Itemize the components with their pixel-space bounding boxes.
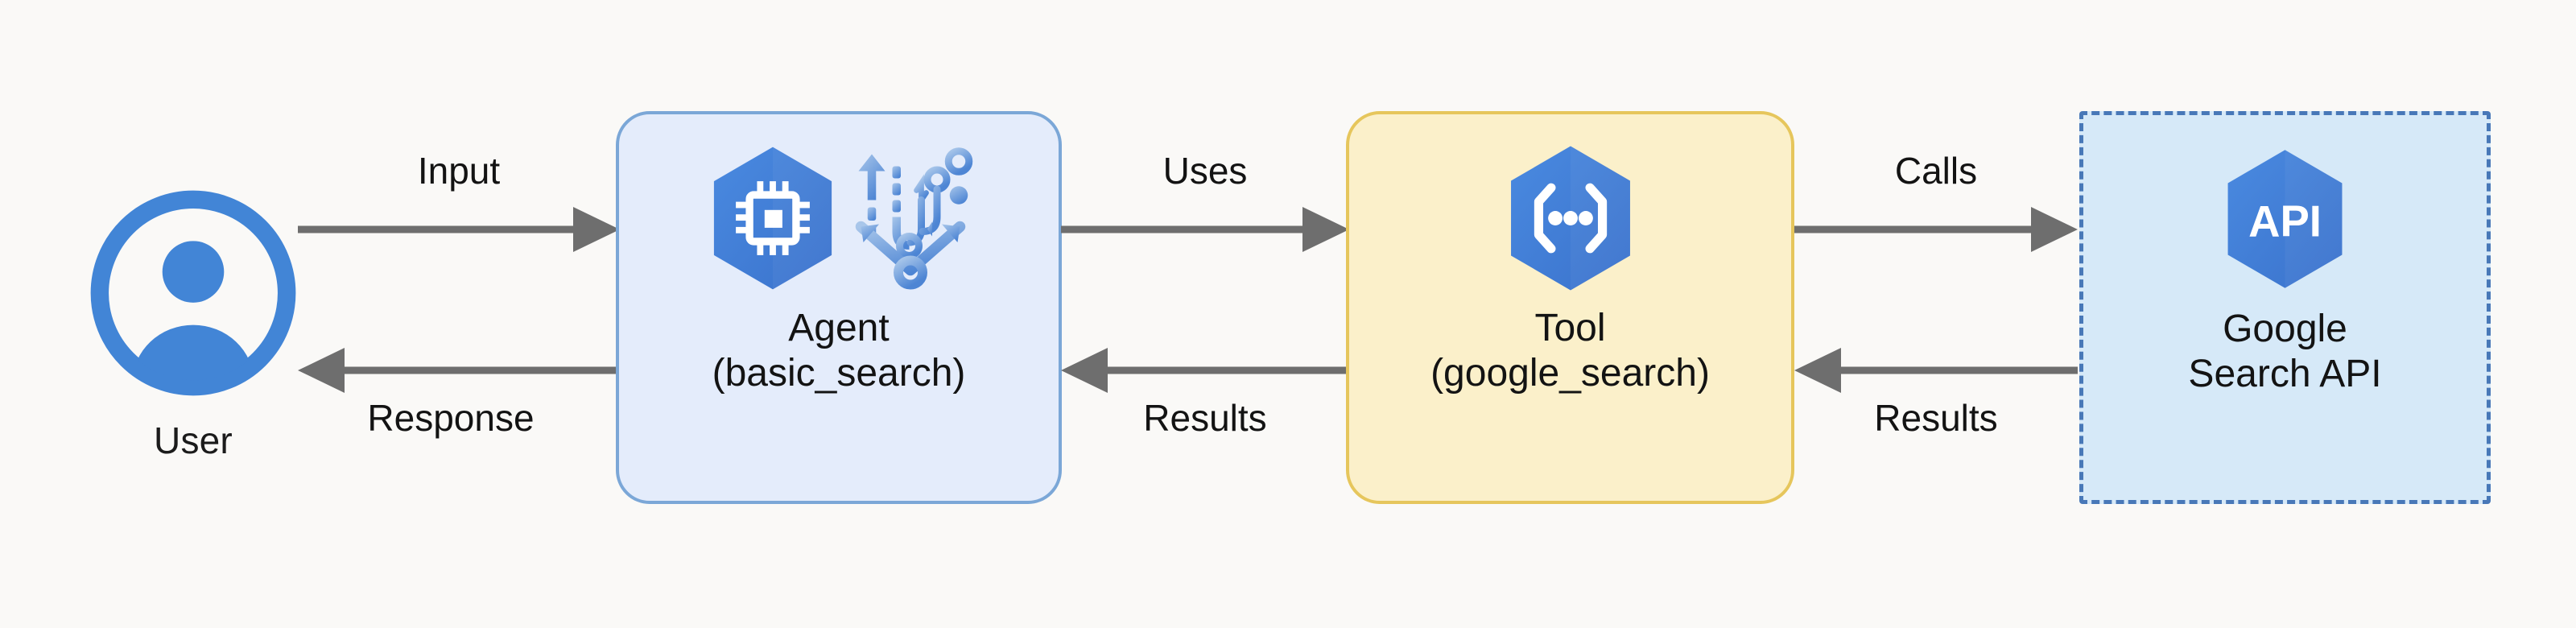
node-user[interactable]: User [64, 187, 322, 509]
node-google-search-api[interactable]: API Google Search API [2079, 111, 2491, 504]
node-agent[interactable]: Agent (basic_search) [616, 111, 1062, 504]
brackets-ellipsis-hexagon-icon [1501, 142, 1640, 295]
edge-user-to-agent-arrow [298, 207, 620, 252]
edge-api-to-tool-label: Results [1874, 397, 1998, 439]
edge-agent-to-tool-label: Uses [1162, 150, 1248, 192]
node-tool-label: Tool (google_search) [1430, 306, 1710, 395]
node-agent-label-line2: (basic_search) [712, 351, 966, 395]
tool-icon-row [1501, 142, 1640, 295]
node-tool-label-line1: Tool [1534, 307, 1606, 349]
edge-tool-to-agent-label: Results [1143, 397, 1267, 439]
edge-agent-to-user-label: Response [367, 397, 535, 439]
api-hexagon-text: API [2248, 196, 2322, 246]
edge-tool-to-agent-arrow [1061, 348, 1349, 393]
edge-agent-to-user-arrow [298, 348, 620, 393]
node-tool[interactable]: Tool (google_search) [1346, 111, 1794, 504]
node-agent-label: Agent (basic_search) [712, 306, 966, 395]
node-agent-label-line1: Agent [788, 307, 890, 349]
edge-user-to-agent-label: Input [417, 150, 501, 192]
edge-agent-to-tool-arrow [1061, 207, 1349, 252]
api-hexagon-icon: API [2219, 146, 2351, 292]
user-avatar-icon [87, 187, 299, 399]
node-api-label-line1: Google [2223, 308, 2347, 350]
agent-workflow-icon [852, 147, 973, 290]
node-api-label-line2: Search API [2188, 352, 2382, 395]
node-google-search-api-label: Google Search API [2188, 307, 2381, 396]
edge-tool-to-api-arrow [1794, 207, 2078, 252]
agent-icon-row [704, 142, 973, 295]
chip-hexagon-icon [704, 143, 841, 294]
node-user-label: User [154, 419, 233, 461]
edge-tool-to-api-label: Calls [1894, 150, 1978, 192]
node-tool-label-line2: (google_search) [1430, 351, 1710, 395]
api-icon-row: API [2219, 143, 2351, 295]
edge-api-to-tool-arrow [1794, 348, 2078, 393]
